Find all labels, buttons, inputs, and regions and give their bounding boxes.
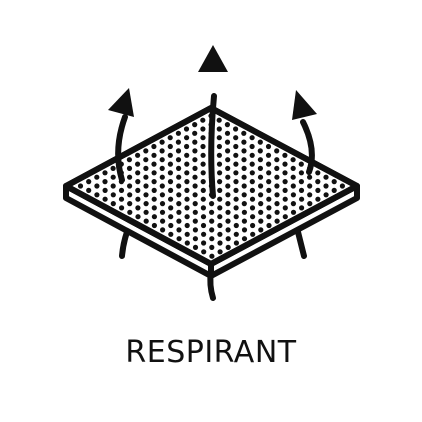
breathable-fabric-icon <box>63 45 360 301</box>
feature-label: RESPIRANT <box>125 335 297 370</box>
arrow-up-left-icon <box>115 114 128 183</box>
arrow-up-right-icon <box>300 119 315 175</box>
airflow-arrows <box>108 45 317 199</box>
arrow-up-center-icon <box>208 93 217 199</box>
